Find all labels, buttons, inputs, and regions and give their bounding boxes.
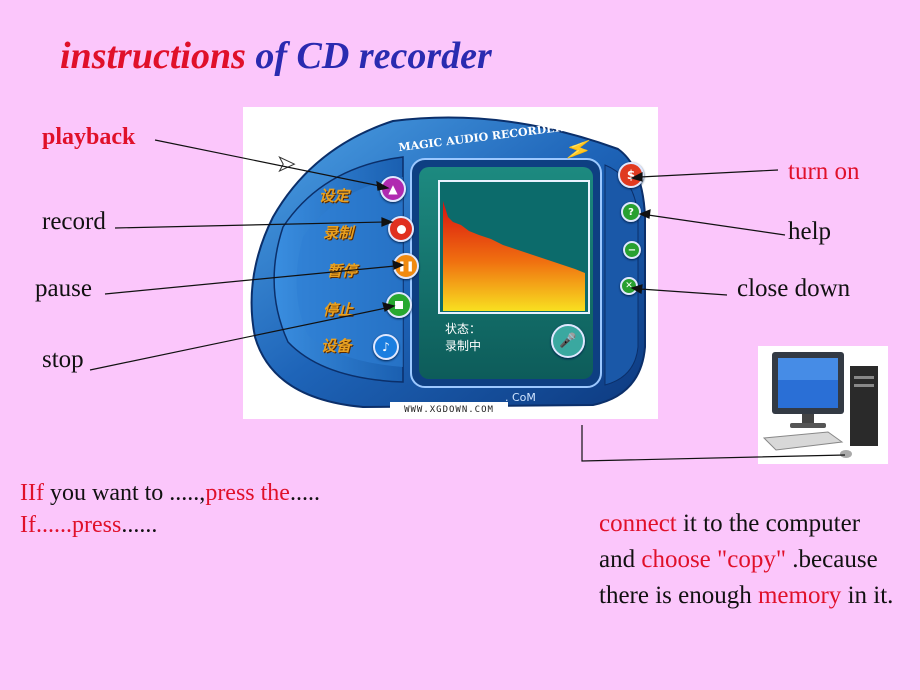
watermark: WWW.XGDOWN.COM <box>390 402 508 418</box>
instr-press: press <box>71 512 122 538</box>
note-part-7: in it. <box>841 582 894 609</box>
recorder-screenshot: MAGIC AUDIO RECORDER ⚡ ➤ 设定 录制 暂停 停止 设备 … <box>243 107 658 419</box>
status-panel: 状态： 录制中 <box>445 321 481 355</box>
microphone-button[interactable]: 🎤 <box>551 324 585 358</box>
record-button[interactable] <box>388 216 414 242</box>
help-button[interactable]: ? <box>621 202 641 222</box>
instr-press-the: press the <box>205 480 290 506</box>
label-stop: 停止 <box>323 301 354 319</box>
mouse-cursor-icon: ➤ <box>276 151 296 177</box>
stop-button[interactable] <box>386 292 412 318</box>
question-icon: ? <box>628 206 634 218</box>
minimize-button[interactable]: − <box>623 241 641 259</box>
microphone-icon: 🎤 <box>559 333 577 349</box>
playback-button[interactable]: ▲ <box>380 176 406 202</box>
minus-icon: − <box>627 244 637 256</box>
label-turn-on: turn on <box>788 158 860 185</box>
note-connect: connect <box>599 510 677 537</box>
label-pause-en: pause <box>35 275 92 302</box>
instr-dots: ..... <box>289 480 320 506</box>
recorder-footer: . CoM <box>505 391 536 404</box>
pause-button[interactable]: ❚❚ <box>393 253 419 279</box>
note-copy: "copy" <box>710 546 787 573</box>
note-choose: choose <box>641 546 711 573</box>
computer-icon <box>762 352 878 458</box>
stop-square-icon <box>395 301 403 309</box>
close-icon: ✕ <box>625 281 633 291</box>
status-label: 状态： <box>445 322 482 336</box>
label-record-en: record <box>42 208 106 235</box>
instr-dots2: ...... <box>121 512 158 538</box>
instruction-line-2: If......press...... <box>20 509 320 541</box>
label-help: help <box>788 218 832 245</box>
instr-want: you want to ....., <box>43 480 206 506</box>
label-settings: 设定 <box>319 187 350 205</box>
power-dollar-icon: $ <box>626 168 636 182</box>
label-record: 录制 <box>323 224 354 242</box>
instr-if2: If...... <box>20 512 72 538</box>
title-part-2: of CD recorder <box>245 35 492 77</box>
cursor-arrow-icon: ▲ <box>388 182 398 196</box>
label-stop-en: stop <box>42 346 84 373</box>
note-paragraph: connect it to the computer and choose "c… <box>599 506 899 614</box>
instr-if: IIf <box>20 480 44 506</box>
device-button[interactable]: ♪ <box>373 334 399 360</box>
label-close-down: close down <box>737 275 851 302</box>
close-down-button[interactable]: ✕ <box>620 277 638 295</box>
label-playback: playback <box>42 124 136 150</box>
label-device: 设备 <box>321 337 352 355</box>
note-memory: memory <box>757 582 842 609</box>
title-part-1: instructions <box>60 35 246 77</box>
recorder-body-graphic <box>250 116 646 409</box>
music-note-icon: ♪ <box>382 340 390 354</box>
label-pause: 暂停 <box>327 262 358 280</box>
instruction-text: IIf you want to .....,press the..... If.… <box>20 477 320 541</box>
turn-on-button[interactable]: $ <box>618 162 644 188</box>
status-value: 录制中 <box>445 339 482 353</box>
note-part-2: it to the computer and <box>599 510 861 573</box>
slide-title: instructions of CD recorder <box>60 34 492 78</box>
instruction-line-1: IIf you want to .....,press the..... <box>20 477 320 509</box>
pause-icon: ❚❚ <box>397 260 415 272</box>
note-part-5: .because there is enough <box>599 546 878 609</box>
computer-image <box>758 346 888 464</box>
record-dot-icon <box>396 224 406 234</box>
